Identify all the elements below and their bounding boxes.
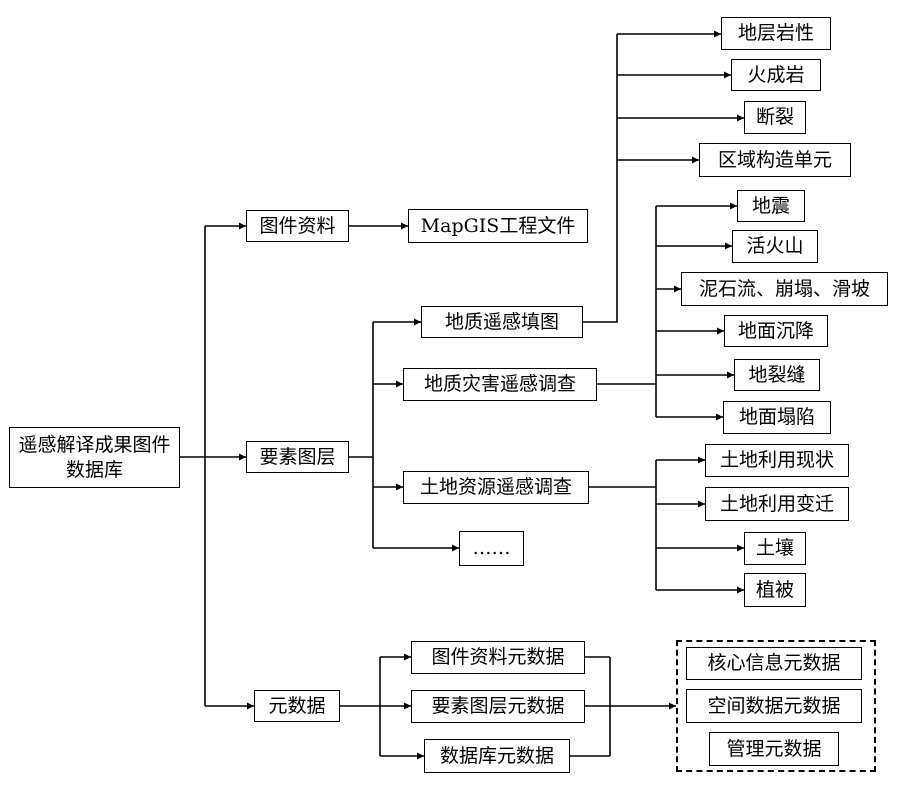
core-metadata-node: 核心信息元数据	[686, 647, 862, 680]
ground-collapse-node: 地面塌陷	[723, 401, 831, 434]
database-metadata-node: 数据库元数据	[424, 739, 570, 773]
figure-metadata-node: 图件资料元数据	[411, 641, 585, 674]
volcano-node: 活火山	[732, 230, 818, 263]
soil-node: 土壤	[744, 532, 806, 565]
tectonic-unit-node: 区域构造单元	[699, 143, 851, 177]
connector-geo-trunk	[583, 34, 618, 323]
igneous-node: 火成岩	[731, 59, 821, 91]
stratigraphy-node: 地层岩性	[721, 17, 831, 50]
spatial-metadata-node: 空间数据元数据	[686, 689, 862, 723]
debris-flow-node: 泥石流、崩塌、滑坡	[681, 272, 888, 306]
land-survey-node: 土地资源遥感调查	[403, 471, 589, 504]
ellipsis-node: ……	[459, 531, 524, 566]
vegetation-node: 植被	[744, 573, 806, 607]
subsidence-node: 地面沉降	[724, 315, 828, 347]
management-metadata-node: 管理元数据	[709, 732, 839, 766]
ground-fissure-node: 地裂缝	[734, 359, 820, 391]
land-use-node: 土地利用现状	[705, 444, 849, 477]
fault-node: 断裂	[744, 101, 806, 134]
metadata-standard-group	[676, 640, 876, 772]
layers-node: 要素图层	[246, 441, 349, 473]
hazard-survey-node: 地质灾害遥感调查	[403, 368, 597, 401]
earthquake-node: 地震	[737, 190, 805, 222]
mapgis-node: MapGIS工程文件	[408, 209, 588, 243]
figures-node: 图件资料	[246, 210, 349, 242]
land-use-change-node: 土地利用变迁	[705, 487, 849, 521]
metadata-node: 元数据	[254, 690, 340, 722]
geo-mapping-node: 地质遥感填图	[421, 306, 583, 338]
root-node: 遥感解译成果图件数据库	[9, 427, 180, 488]
layer-metadata-node: 要素图层元数据	[411, 690, 585, 723]
